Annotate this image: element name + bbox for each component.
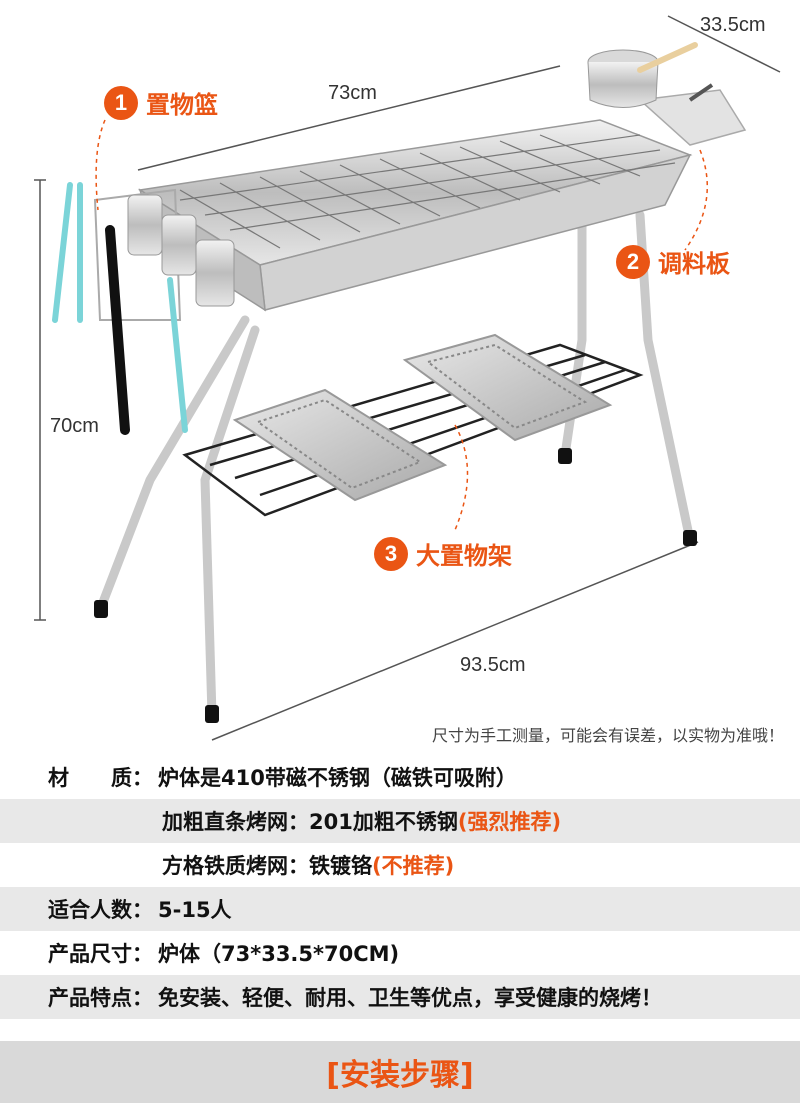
spec-table: 材 质： 炉体是410带磁不锈钢（磁铁可吸附） 加粗直条烤网： 201加粗不锈钢… <box>0 755 800 1019</box>
spec-row-features: 产品特点： 免安装、轻便、耐用、卫生等优点，享受健康的烧烤！ <box>0 975 800 1019</box>
spec-label-grill1: 加粗直条烤网： <box>162 810 309 834</box>
spec-row-material: 材 质： 炉体是410带磁不锈钢（磁铁可吸附） <box>0 755 800 799</box>
callout-label-1: 置物篮 <box>146 91 218 119</box>
spec-tag-recommended: (强烈推荐) <box>457 810 562 834</box>
callout-label-2: 调料板 <box>658 250 730 278</box>
callout-seasoning-plate: 2 调料板 <box>616 244 730 279</box>
callout-number-3: 3 <box>374 536 408 571</box>
seasoning-plate <box>587 42 747 146</box>
spec-value-people: 5-15人 <box>158 898 232 922</box>
height-dimension-label: 70cm <box>50 415 99 437</box>
spec-row-people: 适合人数： 5-15人 <box>0 887 800 931</box>
spec-row-size: 产品尺寸： 炉体（73*33.5*70CM) <box>0 931 800 975</box>
callout-leaders <box>95 119 709 531</box>
spec-label-grill2: 方格铁质烤网： <box>162 854 309 878</box>
spec-label-features: 产品特点： <box>48 986 153 1010</box>
callout-label-3: 大置物架 <box>416 542 512 570</box>
spec-label-material: 材 质： <box>48 766 153 790</box>
spec-label-size: 产品尺寸： <box>48 942 153 966</box>
side-basket <box>93 188 235 321</box>
dimension-lines <box>34 15 781 741</box>
measurement-note: 尺寸为手工测量，可能会有误差，以实物为准哦！ <box>431 726 784 745</box>
leg-feet <box>94 448 697 723</box>
callout-number-1: 1 <box>104 85 138 120</box>
callout-large-shelf: 3 大置物架 <box>374 536 512 571</box>
spec-tag-not-recommended: (不推荐) <box>372 854 455 878</box>
spec-row-grill1: 加粗直条烤网： 201加粗不锈钢 (强烈推荐) <box>0 799 800 843</box>
spec-value-material: 炉体是410带磁不锈钢（磁铁可吸附） <box>158 766 517 790</box>
tongs <box>52 182 188 435</box>
install-steps-banner: [安装步骤] <box>0 1041 800 1103</box>
callout-number-2: 2 <box>616 244 650 279</box>
spec-value-features: 免安装、轻便、耐用、卫生等优点，享受健康的烧烤！ <box>158 986 662 1010</box>
product-figure: 33.5cm 73cm 70cm 93.5cm 1 置物篮 2 调料板 3 大置… <box>34 14 784 745</box>
diagonal-dimension-label: 93.5cm <box>460 654 526 676</box>
install-steps-title: [安装步骤] <box>326 1058 474 1093</box>
callout-storage-basket: 1 置物篮 <box>104 85 218 120</box>
grill-illustration <box>34 15 781 741</box>
spec-value-grill2: 铁镀铬 <box>309 854 372 878</box>
spec-value-size: 炉体（73*33.5*70CM) <box>158 942 400 966</box>
width-dimension-label: 73cm <box>328 82 377 104</box>
depth-dimension-label: 33.5cm <box>700 14 766 36</box>
trays <box>232 333 613 502</box>
spec-row-grill2: 方格铁质烤网： 铁镀铬 (不推荐) <box>0 843 800 887</box>
grill-grate <box>179 134 676 249</box>
spec-label-people: 适合人数： <box>48 898 153 922</box>
spec-value-grill1: 201加粗不锈钢 <box>309 810 458 834</box>
